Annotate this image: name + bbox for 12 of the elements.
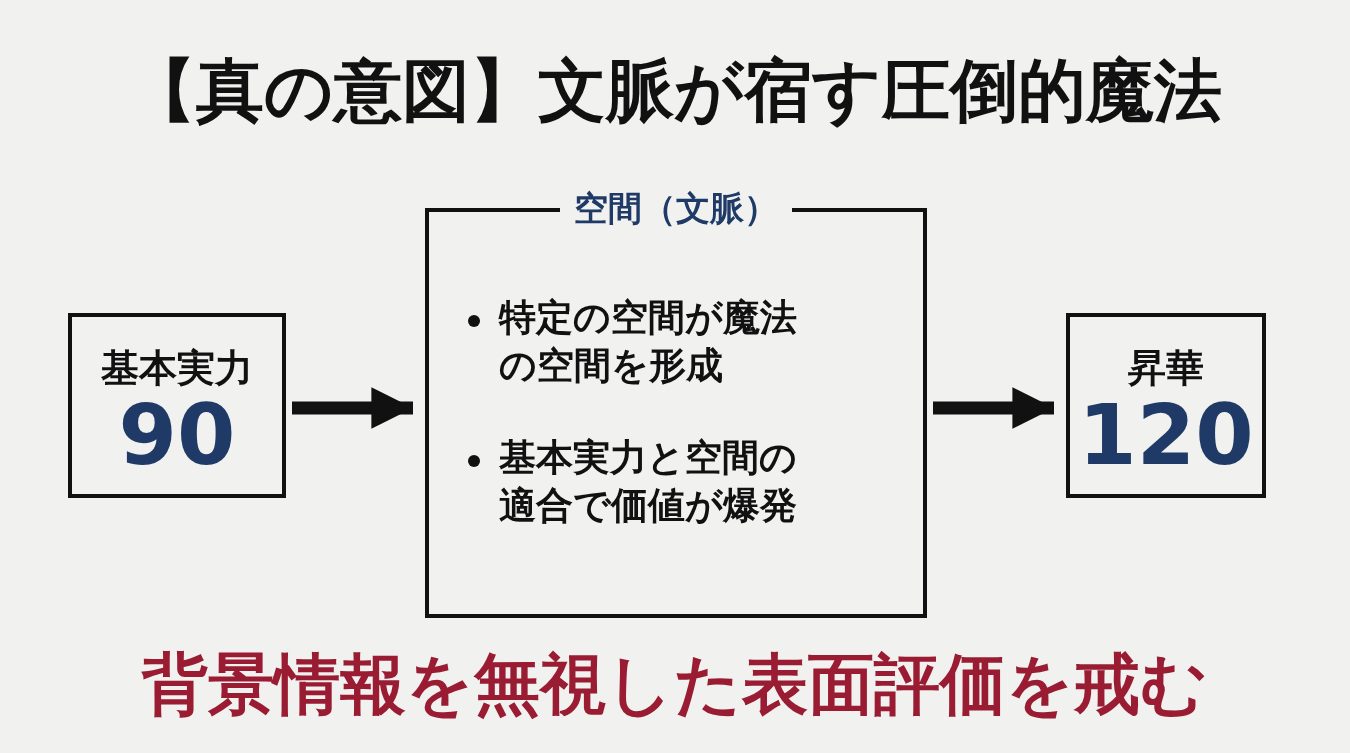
arrow — [292, 387, 413, 429]
title: 【真の意図】文脈が宿す圧倒的魔法 — [127, 50, 1223, 132]
score-label: 昇華 — [1127, 345, 1205, 392]
score-value: 120 — [1077, 389, 1255, 482]
arrow — [933, 387, 1054, 429]
score-value: 90 — [117, 389, 236, 482]
bullet-text: 特定の空間が魔法の空間を形成 — [499, 295, 798, 390]
score-box — [68, 313, 286, 498]
score-box — [1066, 313, 1266, 498]
score-label: 基本実力 — [100, 345, 254, 392]
caption: 背景情報を無視した表面評価を戒む — [140, 645, 1209, 725]
bullet-text: 基本実力と空間の適合で価値が爆発 — [499, 435, 798, 530]
